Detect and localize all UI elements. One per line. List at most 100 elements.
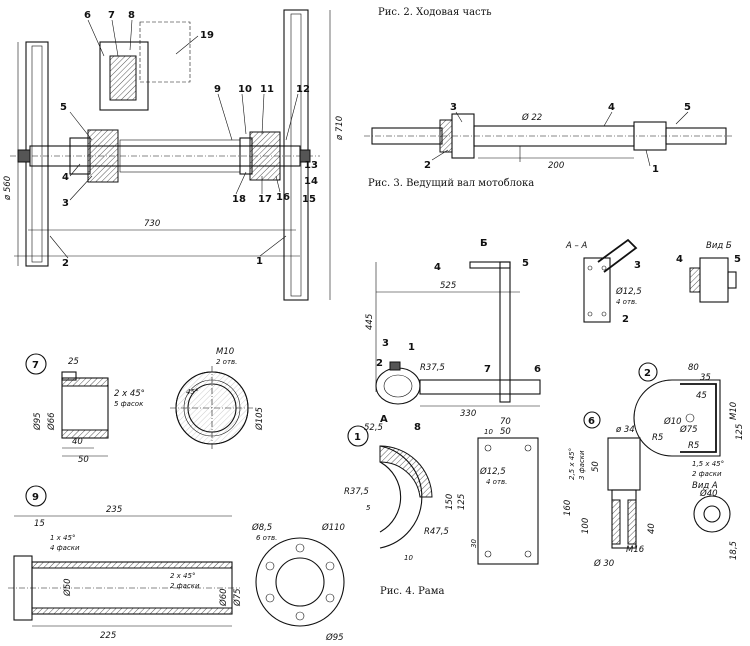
svg-text:Ø12,5: Ø12,5	[479, 466, 506, 477]
svg-text:50: 50	[591, 461, 601, 472]
svg-text:18: 18	[232, 194, 246, 205]
svg-text:1: 1	[408, 342, 415, 353]
svg-text:7: 7	[108, 10, 115, 21]
svg-text:Ø110: Ø110	[321, 522, 345, 533]
svg-text:R37,5: R37,5	[344, 487, 369, 497]
svg-text:25: 25	[68, 357, 79, 367]
svg-text:13: 13	[304, 160, 318, 171]
svg-text:5: 5	[60, 102, 67, 113]
svg-text:Ø66: Ø66	[46, 412, 57, 431]
svg-text:Ø40: Ø40	[699, 488, 718, 499]
svg-text:45: 45	[696, 391, 707, 401]
svg-text:330: 330	[460, 409, 476, 419]
svg-text:M10: M10	[216, 347, 234, 357]
svg-text:3 фаски: 3 фаски	[578, 450, 586, 480]
svg-text:Ø105: Ø105	[254, 407, 265, 431]
svg-text:M10: M10	[729, 402, 739, 420]
svg-text:6: 6	[534, 364, 541, 375]
view-b: Вид Б 4 5	[676, 241, 741, 303]
svg-text:4: 4	[608, 102, 615, 113]
svg-text:10: 10	[484, 428, 493, 436]
svg-text:1: 1	[256, 256, 263, 267]
svg-text:2: 2	[62, 258, 69, 269]
svg-text:100: 100	[581, 518, 591, 534]
fig2-callouts: 6 7 8 19 5 4 3 9 10 11 12 13 14 15 16 17…	[60, 10, 318, 269]
svg-text:125: 125	[735, 424, 745, 440]
part-9: 9 235 15 1 x 45° 4 фаски Ø50 2 x 45° 2 ф…	[8, 485, 345, 643]
svg-text:2 x 45°: 2 x 45°	[114, 389, 145, 399]
svg-text:160: 160	[563, 500, 573, 516]
svg-text:70: 70	[500, 417, 511, 427]
svg-text:11: 11	[260, 84, 274, 95]
svg-text:Ø60: Ø60	[218, 588, 229, 607]
svg-text:445: 445	[365, 314, 375, 330]
svg-text:4: 4	[62, 172, 69, 183]
svg-text:Ø50: Ø50	[62, 578, 73, 597]
svg-text:2 отв.: 2 отв.	[216, 358, 237, 366]
section-aa: А – А Ø12,5 4 отв. 3 2	[565, 238, 642, 325]
svg-text:3: 3	[382, 338, 389, 349]
svg-text:2: 2	[376, 358, 383, 369]
part-7: 7 25 Ø95 Ø66 40 50 2 x 45° 5 фасок M10 2…	[25, 347, 265, 465]
fig2-dim-710: ø 710	[335, 116, 345, 141]
svg-text:3: 3	[450, 102, 457, 113]
svg-text:8: 8	[414, 422, 421, 433]
svg-text:R5: R5	[688, 441, 699, 451]
svg-text:R37,5: R37,5	[420, 363, 445, 373]
svg-text:7: 7	[484, 364, 491, 375]
svg-text:2 x 45°: 2 x 45°	[170, 572, 195, 580]
svg-text:6: 6	[84, 10, 91, 21]
svg-text:M16: M16	[626, 545, 645, 555]
part-1: 1 52,5 R37,5 R47,5 150 125 5 10 70 50 10…	[344, 417, 539, 565]
svg-text:40: 40	[647, 523, 657, 534]
svg-text:125: 125	[457, 494, 467, 510]
svg-text:Ø95: Ø95	[325, 632, 344, 643]
svg-text:3: 3	[62, 198, 69, 209]
svg-text:А – А: А – А	[565, 241, 587, 251]
svg-text:Ø95: Ø95	[32, 412, 43, 431]
caption-fig3: Рис. 3. Ведущий вал мотоблока	[368, 178, 535, 189]
svg-text:1,5 x 45°: 1,5 x 45°	[692, 460, 724, 468]
svg-text:Ø75: Ø75	[679, 424, 698, 435]
svg-text:Ø8,5: Ø8,5	[251, 522, 272, 533]
svg-text:А: А	[380, 414, 388, 425]
fig2-dim-730: 730	[144, 219, 160, 229]
svg-text:18,5: 18,5	[729, 541, 739, 560]
svg-text:5: 5	[522, 258, 529, 269]
svg-text:1: 1	[652, 164, 659, 175]
svg-text:1: 1	[354, 432, 361, 443]
svg-text:Вид А: Вид А	[692, 481, 718, 491]
svg-text:Ø12,5: Ø12,5	[615, 286, 642, 297]
svg-text:80: 80	[688, 363, 699, 373]
svg-text:225: 225	[100, 631, 116, 641]
fig2-running-gear: ø 560 ø 710 730 6 7 8 19 5 4 3 9 10 11 1…	[3, 9, 345, 301]
fig3-dim-200: 200	[548, 161, 564, 171]
svg-text:9: 9	[214, 84, 221, 95]
svg-text:7: 7	[32, 360, 39, 371]
svg-text:235: 235	[106, 505, 122, 515]
svg-text:2: 2	[644, 368, 651, 379]
svg-text:4: 4	[676, 254, 683, 265]
svg-text:1 x 45°: 1 x 45°	[50, 534, 75, 542]
svg-text:15: 15	[34, 519, 45, 529]
svg-text:R5: R5	[652, 433, 663, 443]
fig2-dim-560: ø 560	[3, 176, 13, 201]
svg-text:12: 12	[296, 84, 310, 95]
svg-text:5 фасок: 5 фасок	[114, 400, 144, 408]
svg-text:4: 4	[434, 262, 441, 273]
svg-text:6: 6	[588, 416, 595, 427]
fig4-frame: 525 445 330 R37,5 4 5 3 1 2 7 6 8 А Б А …	[365, 238, 741, 433]
svg-text:40: 40	[72, 437, 83, 447]
caption-fig2: Рис. 2. Ходовая часть	[378, 7, 492, 18]
svg-text:10: 10	[238, 84, 252, 95]
svg-text:R47,5: R47,5	[424, 527, 449, 537]
fig3-dim-22: Ø 22	[521, 112, 542, 123]
svg-text:3: 3	[634, 260, 641, 271]
svg-text:6 отв.: 6 отв.	[256, 534, 277, 542]
svg-text:4 фаски: 4 фаски	[50, 544, 80, 552]
svg-text:150: 150	[445, 494, 455, 510]
caption-fig4: Рис. 4. Рама	[380, 586, 445, 597]
svg-text:14: 14	[304, 176, 318, 187]
svg-text:9: 9	[32, 492, 39, 503]
